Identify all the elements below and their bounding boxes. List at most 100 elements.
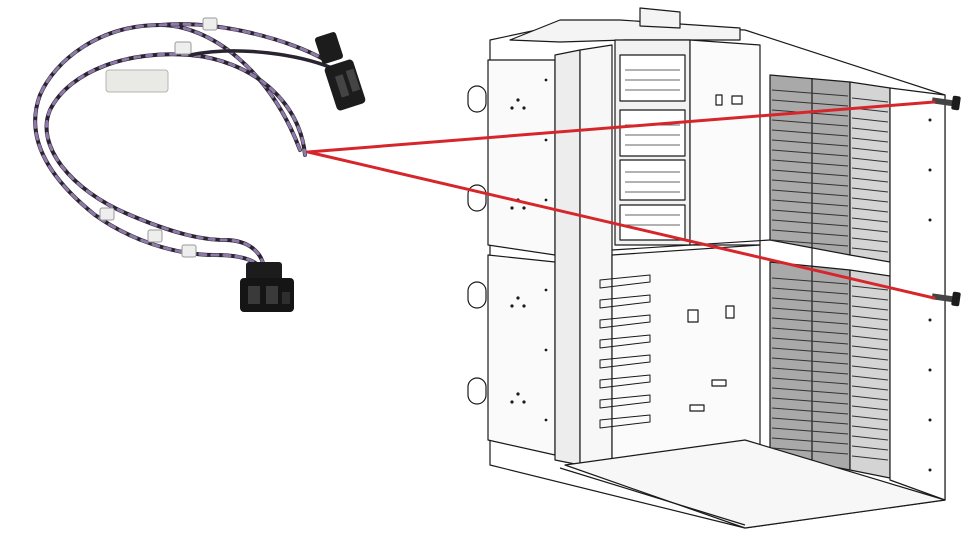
- slot-divider: [851, 315, 889, 321]
- slot-divider: [851, 285, 889, 291]
- slot-divider: [771, 317, 849, 325]
- handle: [467, 281, 487, 309]
- handle: [467, 377, 487, 405]
- slot-divider: [851, 345, 889, 351]
- cable-tie: [99, 207, 115, 221]
- slot-divider: [771, 149, 849, 157]
- slot-divider: [851, 237, 889, 243]
- slot-divider: [771, 179, 849, 187]
- slot-divider: [851, 137, 889, 143]
- slot-divider: [771, 139, 849, 147]
- slot-divider: [851, 405, 889, 411]
- slot-divider: [851, 425, 889, 431]
- slot-divider: [851, 127, 889, 133]
- handle: [467, 85, 487, 113]
- slot-divider: [851, 97, 889, 103]
- tape-drive-bays: [614, 39, 691, 246]
- library-chassis-drawing: [467, 7, 946, 529]
- slot-divider: [851, 295, 889, 301]
- slot-divider: [771, 99, 849, 107]
- slot-divider: [851, 177, 889, 183]
- tape-drive: [619, 54, 686, 102]
- slot-divider: [851, 325, 889, 331]
- slot-divider: [851, 335, 889, 341]
- slot-divider: [851, 247, 889, 253]
- slot-divider: [851, 147, 889, 153]
- chassis-top: [509, 19, 741, 43]
- slot-divider: [771, 277, 849, 285]
- tape-drive: [619, 159, 686, 201]
- slot-divider: [771, 159, 849, 167]
- cable-assembly: [33, 17, 366, 312]
- slot-divider: [771, 427, 849, 435]
- slot-divider: [851, 355, 889, 361]
- cable-strands: [33, 22, 334, 274]
- cable-ties: [99, 17, 218, 258]
- left-magazine-slots: [599, 274, 651, 429]
- slot-divider: [851, 157, 889, 163]
- slot-divider: [771, 387, 849, 395]
- callout-line-upper: [306, 100, 936, 154]
- interior-panel-upper: [689, 39, 761, 246]
- screw-icon: [931, 291, 961, 307]
- tape-drive: [619, 109, 686, 157]
- right-magazine-columns: [769, 74, 891, 479]
- slot-divider: [771, 189, 849, 197]
- connector-top-icon: [314, 32, 366, 111]
- slot-divider: [771, 407, 849, 415]
- slot-divider: [851, 197, 889, 203]
- slot-divider: [771, 287, 849, 295]
- slot-divider: [851, 445, 889, 451]
- slot-divider: [851, 227, 889, 233]
- slot-divider: [771, 377, 849, 385]
- slot-divider: [771, 327, 849, 335]
- slot-divider: [771, 437, 849, 445]
- cable-tie: [174, 41, 192, 55]
- slot-divider: [771, 417, 849, 425]
- slot-divider: [851, 455, 889, 461]
- slot-divider: [771, 447, 849, 455]
- callout-line-lower: [306, 150, 936, 300]
- slot-divider: [771, 219, 849, 227]
- cable-tie: [181, 244, 197, 258]
- slot-divider: [771, 229, 849, 237]
- slot-divider: [771, 239, 849, 247]
- slot-divider: [851, 375, 889, 381]
- slot-divider: [851, 217, 889, 223]
- slot-divider: [771, 129, 849, 137]
- slot-divider: [851, 167, 889, 173]
- slot-divider: [851, 187, 889, 193]
- slot-divider: [851, 435, 889, 441]
- slot-divider: [851, 385, 889, 391]
- slot-divider: [771, 337, 849, 345]
- screw-icon-group: [931, 95, 961, 307]
- slot-divider: [771, 307, 849, 315]
- callout-lines: [306, 100, 936, 300]
- slot-divider: [771, 397, 849, 405]
- cable-tie: [202, 17, 218, 31]
- slot-divider: [771, 199, 849, 207]
- slot-divider: [771, 297, 849, 305]
- slot-divider: [771, 209, 849, 217]
- slot-divider: [851, 117, 889, 123]
- slot-divider: [851, 305, 889, 311]
- slot-dividers: [771, 89, 889, 461]
- slot-divider: [851, 395, 889, 401]
- connector-bottom-icon: [240, 262, 294, 312]
- slot-divider: [771, 119, 849, 127]
- tape-drive: [619, 204, 686, 241]
- cable-label-sleeve: [105, 69, 169, 93]
- slot-divider: [851, 415, 889, 421]
- slot-divider: [771, 347, 849, 355]
- cable-tie: [147, 229, 163, 243]
- screw-icon: [931, 95, 961, 111]
- slot-divider: [771, 89, 849, 97]
- interior-panel-lower: [611, 244, 761, 471]
- slot-divider: [771, 367, 849, 375]
- slot-divider: [771, 357, 849, 365]
- slot-divider: [851, 365, 889, 371]
- slot-divider: [851, 207, 889, 213]
- slot-divider: [771, 169, 849, 177]
